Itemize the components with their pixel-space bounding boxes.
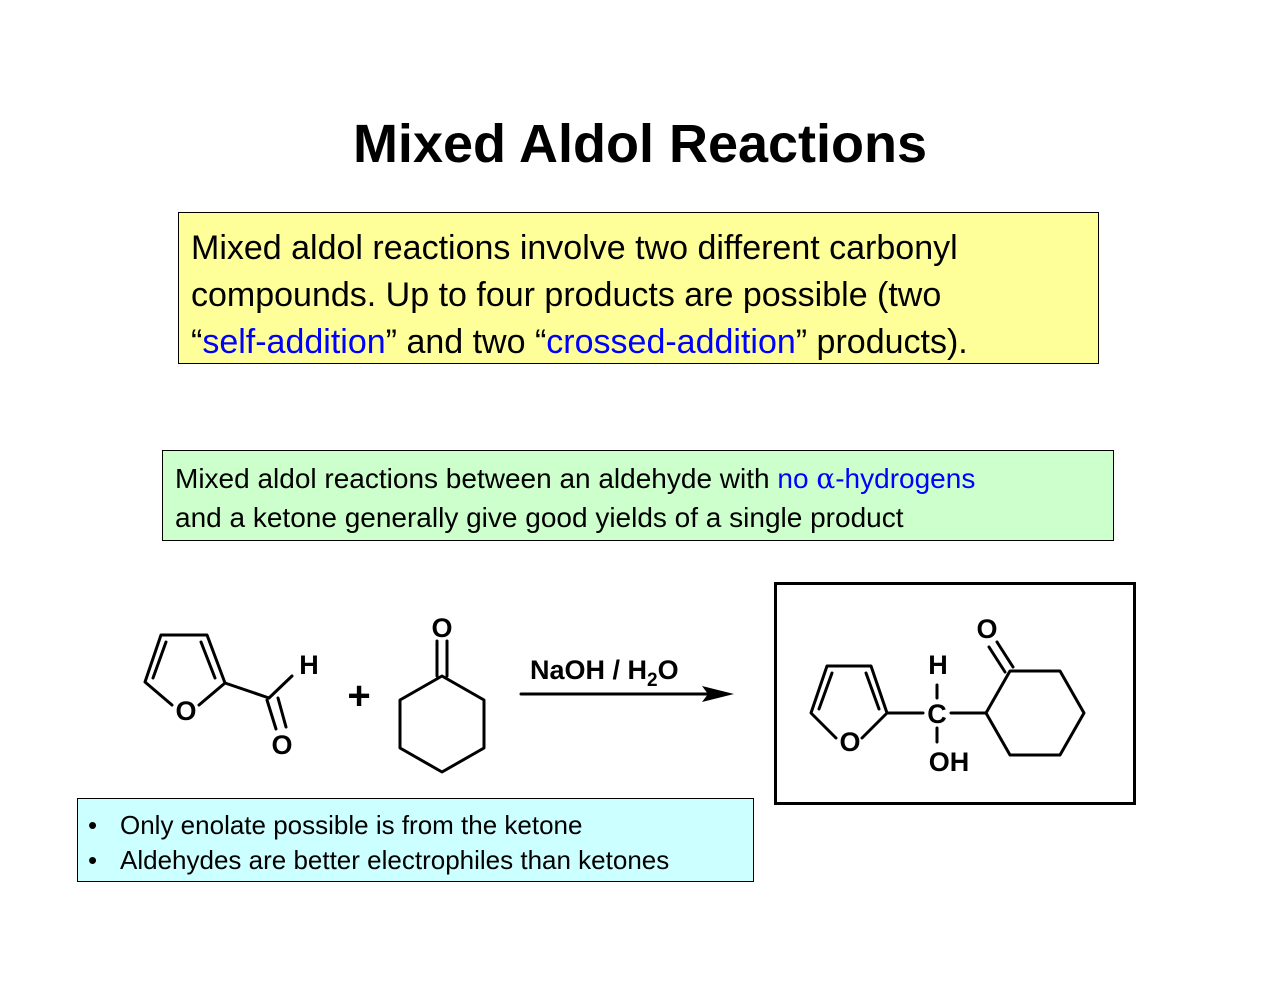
product-carbon-label: C (927, 699, 947, 729)
note-highlight-hydrogens: -hydrogens (835, 463, 976, 494)
product-furan-double-bond-right (864, 671, 881, 711)
cyclohexanone-structure (398, 639, 486, 774)
product-furan-ring-bonds (809, 664, 889, 740)
product-structure (809, 640, 1086, 757)
bullet-box: • Only enolate possible is from the keto… (77, 798, 754, 882)
reagent-suffix: O (658, 655, 679, 685)
intro-middle-text: ” and two “ (385, 323, 547, 361)
reagent-label: NaOH / H2O (530, 655, 679, 691)
ketone-oxygen-label: O (431, 613, 452, 643)
term-self-addition: self-addition (202, 323, 386, 361)
bullet-item: • Aldehydes are better electrophiles tha… (88, 843, 753, 878)
product-ketone-bond-2 (995, 640, 1015, 669)
reagent-text: NaOH / H (530, 655, 647, 685)
intro-box: Mixed aldol reactions involve two differ… (178, 212, 1099, 364)
note-line-2: and a ketone generally give good yields … (175, 502, 904, 533)
aldehyde-oxygen-label: O (271, 730, 292, 760)
product-hydroxyl-label: OH (929, 747, 970, 777)
carbonyl-bond-2 (276, 696, 288, 729)
note-prefix: Mixed aldol reactions between an aldehyd… (175, 463, 778, 494)
bullet-text: Aldehydes are better electrophiles than … (120, 845, 670, 875)
note-box: Mixed aldol reactions between an aldehyd… (162, 450, 1114, 541)
bullet-text: Only enolate possible is from the ketone (120, 810, 583, 840)
plus-sign: + (347, 674, 370, 718)
product-box (774, 582, 1136, 805)
product-furan-double-bond-left (817, 671, 834, 711)
page-title: Mixed Aldol Reactions (352, 114, 928, 174)
product-furan-oxygen-label: O (839, 727, 860, 757)
product-ketone-bond-1 (987, 645, 1007, 674)
alpha-symbol: α (816, 462, 836, 495)
note-highlight-no: no (777, 463, 817, 494)
product-hydrogen-label: H (928, 650, 948, 680)
furfural-structure (143, 633, 294, 731)
product-ketone-oxygen-label: O (976, 614, 997, 644)
intro-line-3: “self-addition” and two “crossed-additio… (191, 319, 1098, 366)
carbonyl-bond-1 (265, 698, 278, 731)
furan-ring-bonds (143, 633, 227, 707)
intro-line-1: Mixed aldol reactions involve two differ… (191, 229, 958, 267)
intro-line-2: compounds. Up to four products are possi… (191, 276, 942, 314)
cyclohexane-ring (398, 674, 486, 774)
furan-double-bond-left (151, 640, 168, 680)
note-line-1: Mixed aldol reactions between an aldehyd… (175, 459, 1113, 498)
bullet-mark: • (88, 845, 98, 875)
reagent-subscript: 2 (647, 670, 658, 691)
furan-double-bond-right (199, 640, 217, 680)
reaction-arrow-head (702, 686, 734, 702)
bullet-item: • Only enolate possible is from the keto… (88, 808, 753, 843)
furan-oxygen-label: O (175, 696, 196, 726)
aldehyde-h-bond (267, 674, 294, 700)
product-cyclohexane-ring (984, 669, 1086, 757)
intro-end-text: ” products). (795, 323, 968, 361)
aldehyde-bond (223, 681, 271, 700)
bullet-mark: • (88, 810, 98, 840)
term-crossed-addition: crossed-addition (546, 323, 796, 361)
quote-open: “ (191, 323, 203, 361)
aldehyde-hydrogen-label: H (299, 650, 319, 680)
